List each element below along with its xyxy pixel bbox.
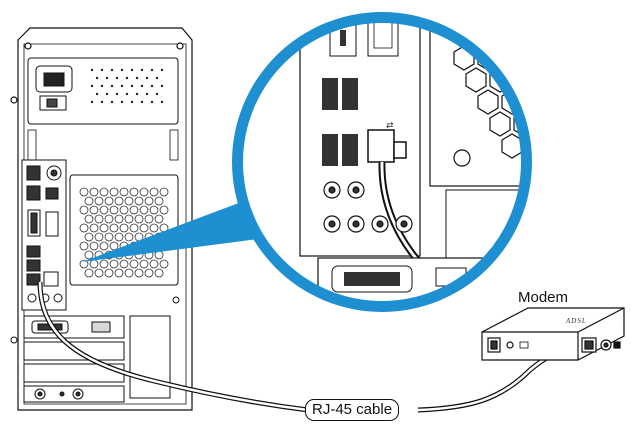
modem-brand-text: ADSL <box>566 317 587 325</box>
zoomed-port-view: ⇄ <box>240 20 524 304</box>
cable-label: RJ-45 cable <box>305 399 400 421</box>
psu-vent-dots <box>90 68 164 104</box>
zoom-callout-beam <box>82 198 266 262</box>
modem-device <box>481 307 625 361</box>
fan-grille <box>69 174 179 286</box>
io-panel <box>21 159 67 311</box>
modem-label: Modem <box>518 289 569 306</box>
svg-text:⇄: ⇄ <box>386 121 394 131</box>
expansion-slots <box>23 315 171 403</box>
power-supply <box>27 57 179 125</box>
